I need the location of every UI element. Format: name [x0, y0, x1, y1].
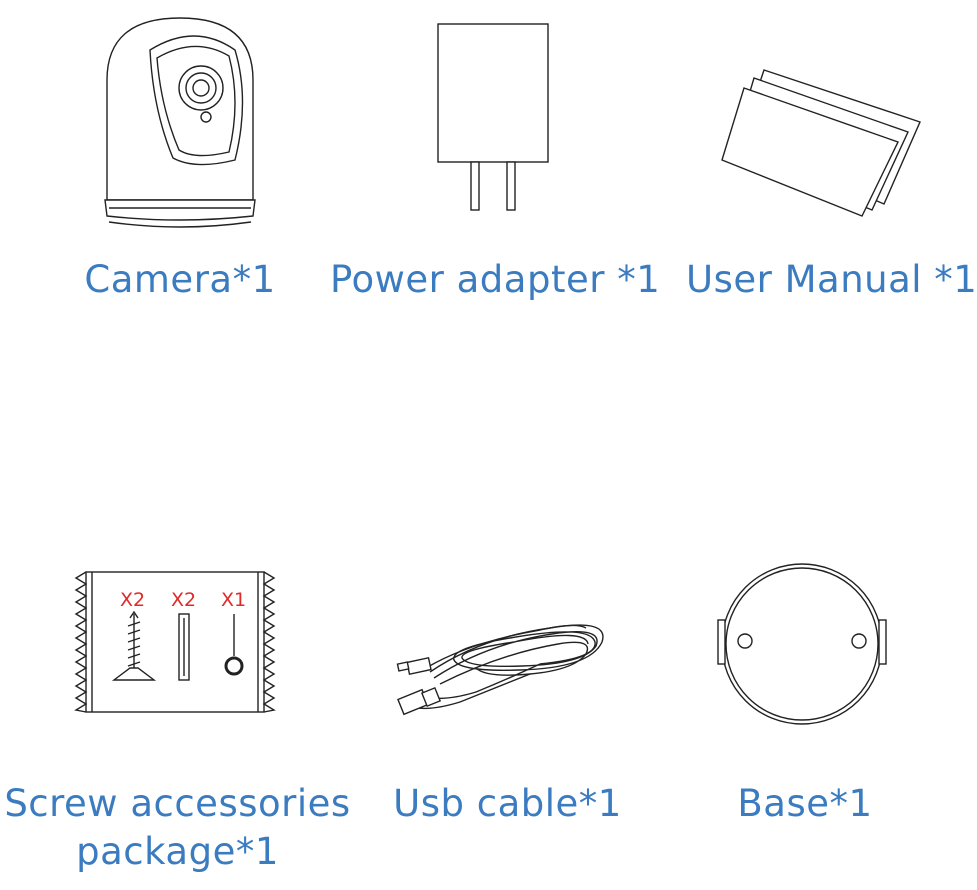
camera-label: Camera*1	[84, 258, 276, 301]
user-manual-icon	[721, 69, 921, 217]
screw-qty-label: X2	[120, 589, 145, 611]
pin-qty-label: X1	[221, 589, 246, 611]
base-icon	[717, 563, 887, 725]
screw-icon	[111, 610, 157, 681]
power-adapter-label: Power adapter *1	[330, 258, 661, 301]
user-manual-label: User Manual *1	[686, 258, 977, 301]
power-adapter-icon	[437, 23, 549, 211]
wall-anchor-icon	[178, 613, 190, 681]
usb-cable-icon	[396, 624, 604, 716]
screw-package-label: Screw accessories package*1	[4, 782, 351, 873]
base-label: Base*1	[737, 782, 873, 825]
reset-pin-icon	[224, 614, 244, 676]
usb-cable-label: Usb cable*1	[393, 782, 622, 825]
anchor-qty-label: X2	[171, 589, 196, 611]
camera-icon	[104, 17, 256, 228]
screw-package-icon: X2 X2 X1	[74, 571, 276, 713]
